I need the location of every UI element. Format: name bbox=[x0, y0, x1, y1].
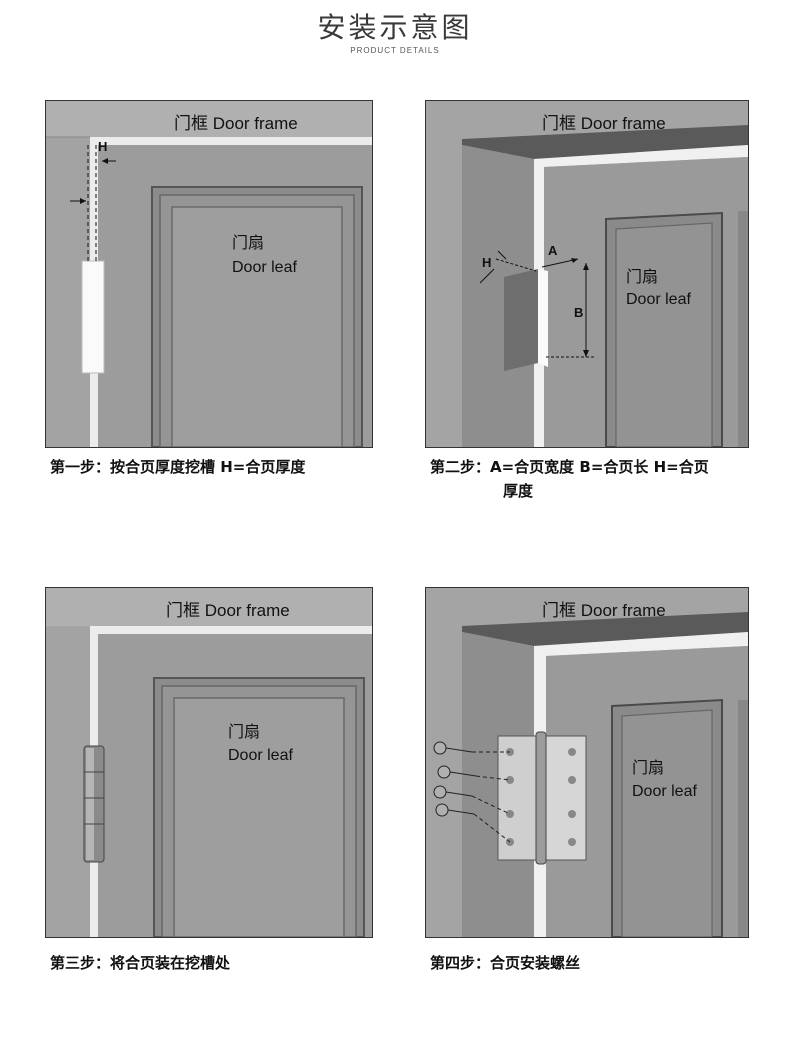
dimension-h-label: H bbox=[98, 139, 108, 154]
door-frame-label: 门框 Door frame bbox=[542, 114, 666, 133]
door-leaf-label-cn: 门扇 bbox=[626, 269, 659, 286]
page-subtitle: PRODUCT DETAILS bbox=[350, 46, 440, 55]
door-leaf-label-en: Door leaf bbox=[626, 291, 691, 308]
door-frame-label: 门框 Door frame bbox=[542, 601, 666, 620]
step-1-illustration: 门框 Door frame H 门扇 Door leaf bbox=[45, 100, 373, 448]
dimension-b-label: B bbox=[574, 305, 584, 320]
step-2-caption-line1: 第二步：A=合页宽度 B=合页长 H=合页 bbox=[430, 458, 709, 476]
page-title: 安装示意图 bbox=[317, 11, 473, 44]
door-leaf-label-cn: 门扇 bbox=[228, 724, 261, 741]
step-3-drawing bbox=[46, 588, 372, 937]
door-leaf-label-en: Door leaf bbox=[232, 259, 297, 276]
step-4-illustration: 门框 Door frame 门扇 Door leaf bbox=[425, 587, 749, 938]
dimension-h-label: H bbox=[482, 255, 492, 270]
door-leaf-label-en: Door leaf bbox=[228, 747, 293, 764]
door-frame-label: 门框 Door frame bbox=[174, 114, 298, 133]
step-3-caption: 第三步：将合页装在挖槽处 bbox=[50, 954, 231, 972]
step-4-caption: 第四步：合页安装螺丝 bbox=[430, 954, 581, 972]
step-2-illustration: 门框 Door frame A B H 门扇 Door leaf bbox=[425, 100, 749, 448]
dimension-a-label: A bbox=[548, 243, 558, 258]
step-1-drawing bbox=[46, 101, 372, 447]
step-2-drawing bbox=[426, 101, 748, 447]
door-frame-label: 门框 Door frame bbox=[166, 601, 290, 620]
step-4-drawing bbox=[426, 588, 748, 937]
step-2-caption-line2: 厚度 bbox=[503, 482, 534, 500]
step-3-illustration: 门框 Door frame 门扇 Door leaf bbox=[45, 587, 373, 938]
door-leaf-label-cn: 门扇 bbox=[232, 235, 265, 252]
door-leaf-label-en: Door leaf bbox=[632, 783, 697, 800]
door-leaf-label-cn: 门扇 bbox=[632, 760, 665, 777]
step-1-caption: 第一步：按合页厚度挖槽 H=合页厚度 bbox=[50, 458, 306, 476]
